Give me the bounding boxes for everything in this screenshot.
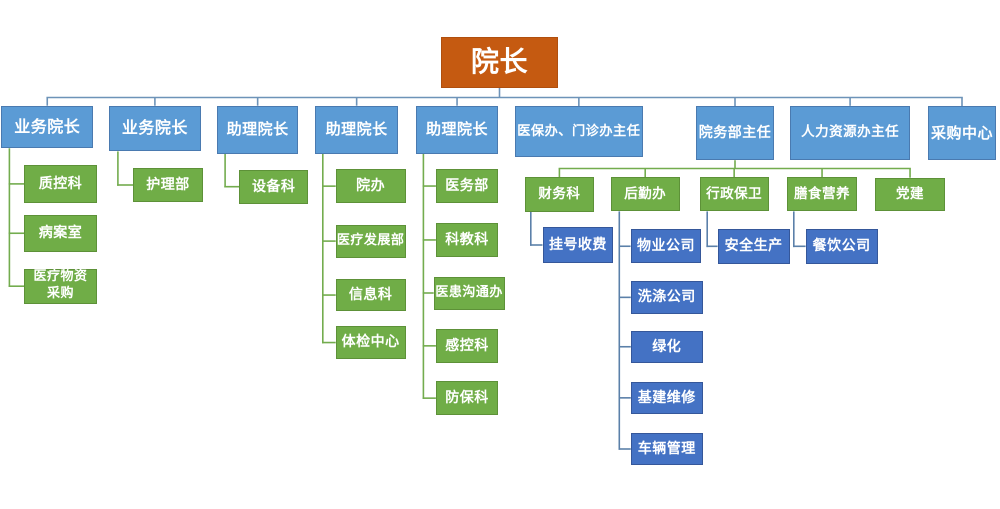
org-node-label-zhuli2: 助理院长 (325, 119, 388, 138)
org-node-yewu2: 业务院长 (108, 105, 201, 152)
org-node-root: 院长 (441, 36, 558, 88)
org-node-label-yuanban: 院办 (356, 178, 386, 195)
org-node-label-yibaoban: 医保办、门诊办主任 (517, 123, 641, 139)
org-node-label-anquanshengchan: 安全生产 (724, 238, 783, 255)
org-node-shanshiyingyang: 膳食营养 (787, 177, 857, 212)
org-node-label-zhuli1: 助理院长 (226, 120, 289, 139)
org-node-label-cheliangguanli: 车辆管理 (637, 440, 696, 457)
org-node-binganshi: 病案室 (24, 214, 97, 252)
org-node-caigouzhongxin: 采购中心 (928, 106, 996, 161)
org-node-zhikongke: 质控科 (24, 165, 97, 203)
org-node-label-yewu1: 业务院长 (14, 116, 81, 136)
org-node-jijianweixiu: 基建维修 (630, 382, 703, 414)
org-node-label-jijianweixiu: 基建维修 (637, 389, 696, 406)
org-node-fangbaoke: 防保科 (435, 381, 499, 416)
org-node-zhuli1: 助理院长 (217, 105, 298, 154)
org-node-label-zhikongke: 质控科 (38, 175, 83, 192)
org-node-label-shanshiyingyang: 膳食营养 (794, 185, 851, 202)
org-node-label-yewu2: 业务院长 (121, 118, 188, 138)
org-node-label-caiwuke: 财务科 (538, 185, 581, 202)
org-node-label-houqinban: 后勤办 (624, 185, 667, 202)
org-node-wuyegongsi: 物业公司 (630, 229, 702, 264)
org-node-label-xidigongsi: 洗涤公司 (637, 289, 696, 306)
org-node-guahaoshoufei: 挂号收费 (542, 227, 614, 263)
org-node-yiwubu: 医务部 (435, 169, 499, 203)
org-node-yuanwubu: 院务部主任 (695, 106, 775, 161)
org-node-xingzhengbaowei: 行政保卫 (699, 177, 769, 212)
org-node-label-fangbaoke: 防保科 (445, 390, 489, 407)
org-node-zhuli3: 助理院长 (415, 105, 499, 154)
org-node-label-dangjian: 党建 (896, 185, 925, 202)
org-node-kejiaoke: 科教科 (435, 223, 499, 257)
org-node-label-zhuli3: 助理院长 (426, 119, 489, 138)
org-node-yewu1: 业务院长 (1, 105, 94, 149)
org-node-caiwuke: 财务科 (524, 177, 595, 212)
org-node-label-hulibu: 护理部 (146, 176, 190, 193)
org-node-shebeike: 设备科 (239, 169, 308, 204)
org-node-label-root: 院长 (470, 44, 528, 78)
org-node-lvhua: 绿化 (630, 330, 703, 363)
org-node-yihuangoutongban: 医患沟通办 (433, 276, 505, 310)
org-node-hulibu: 护理部 (133, 168, 203, 202)
org-node-label-yiliaowuzicaigou: 医疗物资 采购 (33, 269, 88, 302)
org-node-anquanshengchan: 安全生产 (717, 229, 790, 264)
org-node-label-kejiaoke: 科教科 (445, 231, 489, 248)
org-node-yuanban: 院办 (335, 169, 406, 203)
org-node-zhuli2: 助理院长 (315, 105, 399, 154)
org-node-yibaoban: 医保办、门诊办主任 (515, 106, 643, 157)
org-node-cheliangguanli: 车辆管理 (630, 433, 703, 465)
org-node-houqinban: 后勤办 (610, 177, 680, 212)
org-node-label-canyingongsi: 餐饮公司 (812, 238, 871, 255)
org-node-label-yiwubu: 医务部 (445, 177, 489, 194)
org-node-label-renliziyuan: 人力资源办主任 (801, 124, 900, 141)
org-node-tijianzhongxin: 体检中心 (335, 326, 406, 359)
org-node-xinxike: 信息科 (335, 278, 406, 312)
org-node-gankongke: 感控科 (435, 328, 499, 363)
org-node-label-xinxike: 信息科 (348, 286, 393, 303)
org-node-label-yiliaofazhanbu: 医疗发展部 (336, 232, 405, 248)
org-node-label-yihuangoutongban: 医患沟通办 (435, 284, 503, 300)
org-node-label-guahaoshoufei: 挂号收费 (548, 236, 607, 253)
org-node-label-tijianzhongxin: 体检中心 (341, 334, 400, 351)
org-node-yiliaowuzicaigou: 医疗物资 采购 (24, 268, 97, 304)
org-node-label-wuyegongsi: 物业公司 (636, 238, 695, 255)
org-node-label-caigouzhongxin: 采购中心 (930, 123, 993, 142)
org-node-label-xingzhengbaowei: 行政保卫 (706, 185, 763, 202)
org-node-canyingongsi: 餐饮公司 (805, 229, 878, 264)
org-node-label-binganshi: 病案室 (38, 225, 83, 242)
org-node-label-gankongke: 感控科 (445, 337, 489, 354)
org-node-label-lvhua: 绿化 (652, 338, 682, 355)
org-node-renliziyuan: 人力资源办主任 (790, 105, 910, 161)
org-node-yiliaofazhanbu: 医疗发展部 (335, 224, 406, 258)
org-node-label-shebeike: 设备科 (251, 178, 296, 195)
org-node-xidigongsi: 洗涤公司 (630, 281, 703, 314)
org-node-label-yuanwubu: 院务部主任 (698, 125, 772, 141)
org-node-dangjian: 党建 (874, 177, 946, 212)
